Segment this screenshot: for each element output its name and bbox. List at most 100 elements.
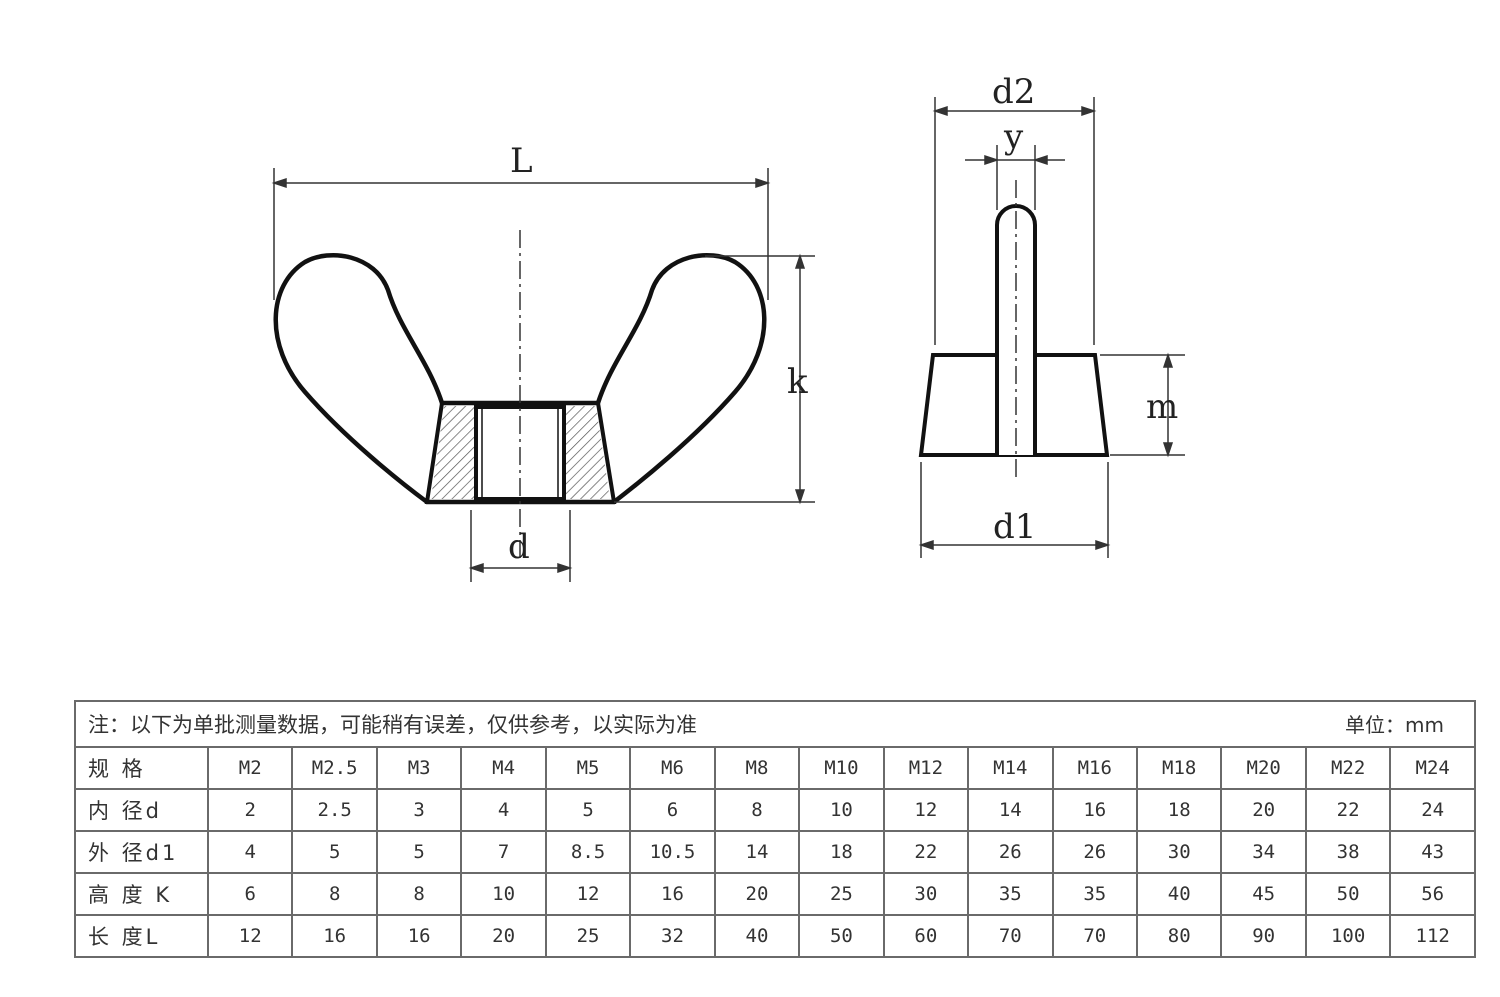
side-dimensions: [918, 97, 1185, 558]
dim-label-d1: d1: [993, 507, 1036, 547]
value-cell: 26: [1051, 830, 1138, 874]
value-cell: 16: [291, 914, 378, 958]
value-cell: 2: [206, 788, 294, 832]
unit-label: 单位：mm: [1345, 713, 1444, 737]
value-cell: 100: [1304, 914, 1392, 958]
value-cell: 25: [798, 872, 885, 916]
value-cell: 18: [1135, 788, 1223, 832]
value-cell: 22: [882, 830, 970, 874]
size-header-cell: M3: [375, 746, 463, 790]
value-cell: 8: [291, 872, 378, 916]
size-header-cell: M20: [1220, 746, 1307, 790]
value-cell: 10: [460, 872, 547, 916]
value-cell: 18: [798, 830, 885, 874]
value-cell: 5: [375, 830, 463, 874]
value-cell: 26: [967, 830, 1054, 874]
value-cell: 25: [544, 914, 632, 958]
value-cell: 6: [629, 788, 716, 832]
side-base: [918, 353, 1110, 457]
value-cell: 38: [1304, 830, 1392, 874]
size-header-cell: M2: [206, 746, 294, 790]
value-cell: 20: [460, 914, 547, 958]
row-label: 高 度 K: [74, 872, 209, 916]
value-cell: 43: [1389, 830, 1476, 874]
row-label: 长 度L: [74, 914, 209, 958]
value-cell: 10: [798, 788, 885, 832]
value-cell: 12: [206, 914, 294, 958]
value-cell: 60: [882, 914, 970, 958]
value-cell: 70: [1051, 914, 1138, 958]
value-cell: 35: [1051, 872, 1138, 916]
value-cell: 4: [206, 830, 294, 874]
hatch-left: [431, 406, 474, 499]
side-view: [918, 180, 1110, 478]
value-cell: 16: [629, 872, 716, 916]
value-cell: 30: [1135, 830, 1223, 874]
value-cell: 6: [206, 872, 294, 916]
value-cell: 112: [1389, 914, 1476, 958]
value-cell: 2.5: [291, 788, 378, 832]
size-header-cell: M5: [544, 746, 632, 790]
value-cell: 16: [1051, 788, 1138, 832]
spec-row-label: 规 格: [74, 746, 209, 790]
value-cell: 10.5: [629, 830, 716, 874]
value-cell: 22: [1304, 788, 1392, 832]
value-cell: 16: [375, 914, 463, 958]
front-view: [273, 230, 767, 560]
value-cell: 3: [375, 788, 463, 832]
value-cell: 56: [1389, 872, 1476, 916]
value-cell: 20: [1220, 788, 1307, 832]
value-cell: 12: [544, 872, 632, 916]
value-cell: 50: [1304, 872, 1392, 916]
note-cell: 注：以下为单批测量数据，可能稍有误差，仅供参考，以实际为准 单位：mm: [74, 700, 1476, 748]
value-cell: 50: [798, 914, 885, 958]
value-cell: 5: [291, 830, 378, 874]
value-cell: 24: [1389, 788, 1476, 832]
wing-nut-technical-drawing: L k d d2 y m d1: [271, 72, 1185, 582]
value-cell: 5: [544, 788, 632, 832]
value-cell: 80: [1135, 914, 1223, 958]
size-header-cell: M8: [713, 746, 801, 790]
size-header-cell: M14: [967, 746, 1054, 790]
value-cell: 70: [967, 914, 1054, 958]
note-row: 注：以下为单批测量数据，可能稍有误差，仅供参考，以实际为准 单位：mm: [74, 700, 1476, 748]
value-cell: 7: [460, 830, 547, 874]
value-cell: 40: [1135, 872, 1223, 916]
note-text: 注：以下为单批测量数据，可能稍有误差，仅供参考，以实际为准: [88, 713, 697, 737]
value-cell: 14: [713, 830, 801, 874]
size-header-cell: M18: [1135, 746, 1223, 790]
dim-label-k: k: [787, 362, 808, 402]
size-header-cell: M2.5: [291, 746, 378, 790]
value-cell: 20: [713, 872, 801, 916]
dim-label-d: d: [508, 527, 530, 567]
dim-label-m: m: [1146, 387, 1178, 427]
size-header-cell: M10: [798, 746, 885, 790]
front-dimensions: [271, 168, 815, 582]
value-cell: 90: [1220, 914, 1307, 958]
value-cell: 4: [460, 788, 547, 832]
value-cell: 34: [1220, 830, 1307, 874]
value-cell: 8: [713, 788, 801, 832]
value-cell: 45: [1220, 872, 1307, 916]
dim-label-L: L: [510, 141, 533, 181]
value-cell: 14: [967, 788, 1054, 832]
value-cell: 8.5: [544, 830, 632, 874]
dim-label-y: y: [1003, 117, 1024, 157]
side-wing: [995, 204, 1037, 455]
value-cell: 30: [882, 872, 970, 916]
row-label: 内 径d: [74, 788, 209, 832]
size-header-cell: M6: [629, 746, 716, 790]
size-header-cell: M4: [460, 746, 547, 790]
value-cell: 40: [713, 914, 801, 958]
value-cell: 8: [375, 872, 463, 916]
size-header-cell: M12: [882, 746, 970, 790]
size-header-cell: M16: [1051, 746, 1138, 790]
value-cell: 32: [629, 914, 716, 958]
row-label: 外 径d1: [74, 830, 209, 874]
